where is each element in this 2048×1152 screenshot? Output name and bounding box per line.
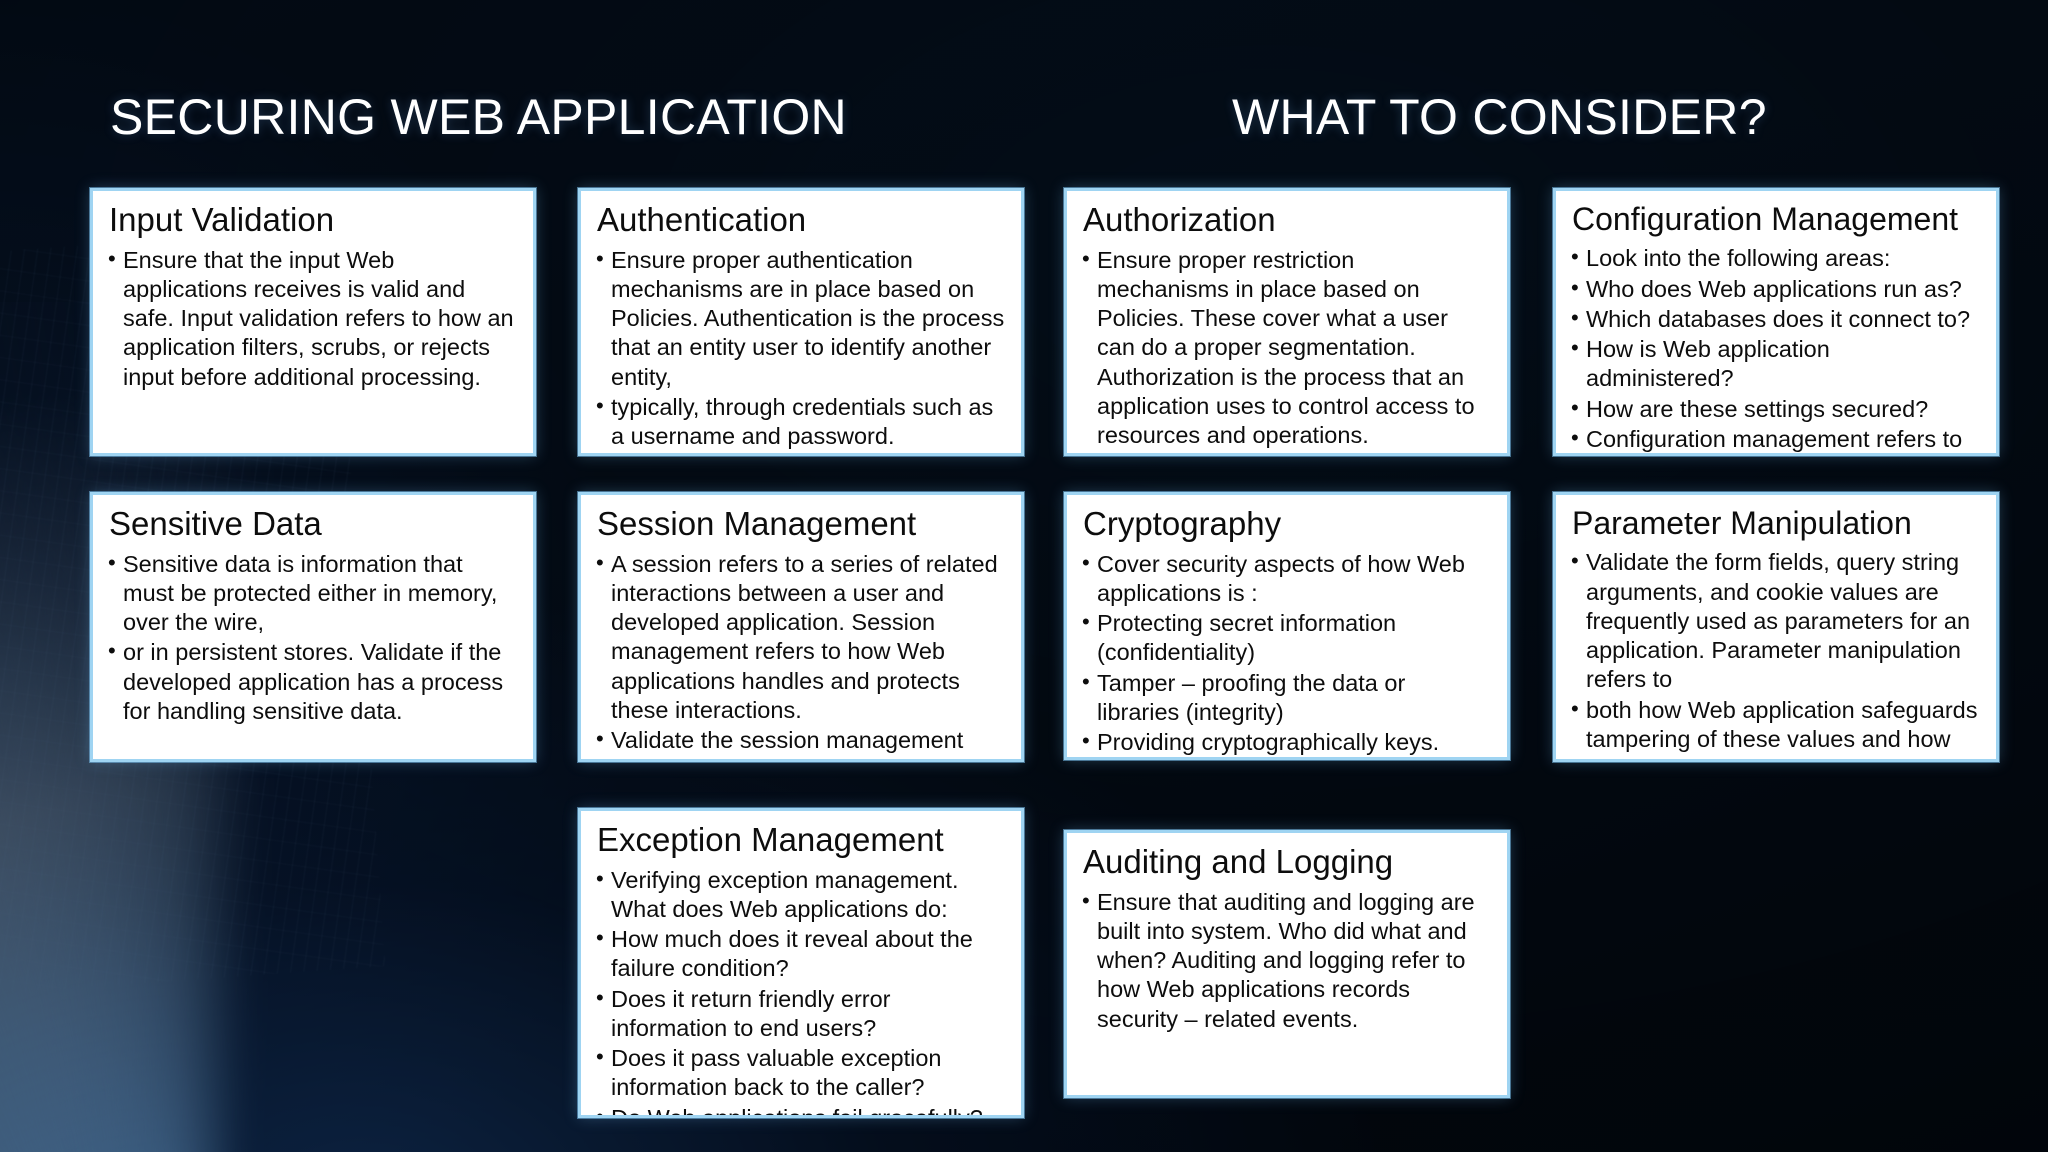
card-bullet-item: Cover security aspects of how Web applic… [1081,549,1491,609]
card-configuration-management: Configuration Management Look into the f… [1553,188,1999,456]
card-bullet-item: Sensitive data is information that must … [107,549,517,638]
card-bullet-item: both how Web application safeguards tamp… [1570,695,1980,759]
card-bullet-item: Look into the following areas: [1570,243,1980,273]
card-exception-management: Exception Management Verifying exception… [578,808,1024,1118]
card-bullet-list: Cover security aspects of how Web applic… [1081,549,1491,757]
card-bullet-item: Who does Web applications run as? [1570,274,1980,304]
card-bullet-item: Validate the session management mechanis… [595,725,1005,759]
card-bullet-item: Ensure proper restriction mechanisms in … [1081,245,1491,451]
card-session-management: Session Management A session refers to a… [578,492,1024,762]
card-title: Auditing and Logging [1083,843,1394,880]
card-bullet-item: Configuration management refers to how a… [1570,424,1980,453]
card-authorization: Authorization Ensure proper restriction … [1064,188,1510,456]
slide-title-left: SECURING WEB APPLICATION [110,89,847,145]
card-title: Input Validation [109,201,335,238]
card-bullet-item: Ensure that auditing and logging are bui… [1081,887,1491,1034]
card-bullet-list: A session refers to a series of related … [595,549,1005,759]
card-title: Configuration Management [1572,201,1959,237]
slide-title-right: WHAT TO CONSIDER? [1232,89,1767,145]
card-bullet-item: How is Web application administered? [1570,334,1980,394]
card-parameter-manipulation: Parameter Manipulation Validate the form… [1553,492,1999,762]
card-bullet-item: Does it return friendly error informatio… [595,984,1005,1044]
card-title: Session Management [597,505,917,542]
card-bullet-list: Validate the form fields, query string a… [1570,547,1980,759]
card-bullet-item: typically, through credentials such as a… [595,392,1005,452]
card-bullet-item: Providing cryptographically keys. [1081,727,1491,757]
card-bullet-list: Sensitive data is information that must … [107,549,517,727]
card-bullet-list: Ensure that the input Web applications r… [107,245,517,392]
card-bullet-item: Does it pass valuable exception informat… [595,1043,1005,1103]
card-bullet-item: Which databases does it connect to? [1570,304,1980,334]
card-bullet-item: Tamper – proofing the data or libraries … [1081,668,1491,728]
card-bullet-list: Look into the following areas:Who does W… [1570,243,1980,453]
card-title: Authentication [597,201,807,238]
card-bullet-list: Ensure proper restriction mechanisms in … [1081,245,1491,451]
card-title: Parameter Manipulation [1572,505,1912,541]
card-sensitive-data: Sensitive Data Sensitive data is informa… [90,492,536,762]
card-authentication: Authentication Ensure proper authenticat… [578,188,1024,456]
card-bullet-item: How much does it reveal about the failur… [595,924,1005,984]
card-bullet-list: Verifying exception management. What doe… [595,865,1005,1115]
card-bullet-item: Do Web applications fail gracefully? [595,1103,1005,1115]
card-input-validation: Input Validation Ensure that the input W… [90,188,536,456]
card-bullet-item: Validate the form fields, query string a… [1570,547,1980,694]
card-bullet-list: Ensure proper authentication mechanisms … [595,245,1005,452]
card-title: Sensitive Data [109,505,322,542]
card-bullet-item: Verifying exception management. What doe… [595,865,1005,925]
card-bullet-item: or in persistent stores. Validate if the… [107,637,517,726]
card-bullet-list: Ensure that auditing and logging are bui… [1081,887,1491,1034]
card-bullet-item: Protecting secret information (confident… [1081,608,1491,668]
card-title: Exception Management [597,821,944,858]
card-title: Cryptography [1083,505,1282,542]
card-cryptography: Cryptography Cover security aspects of h… [1064,492,1510,760]
card-title: Authorization [1083,201,1276,238]
card-bullet-item: Ensure proper authentication mechanisms … [595,245,1005,392]
card-auditing-and-logging: Auditing and Logging Ensure that auditin… [1064,830,1510,1098]
card-bullet-item: How are these settings secured? [1570,394,1980,424]
card-bullet-item: Ensure that the input Web applications r… [107,245,517,392]
card-bullet-item: A session refers to a series of related … [595,549,1005,726]
